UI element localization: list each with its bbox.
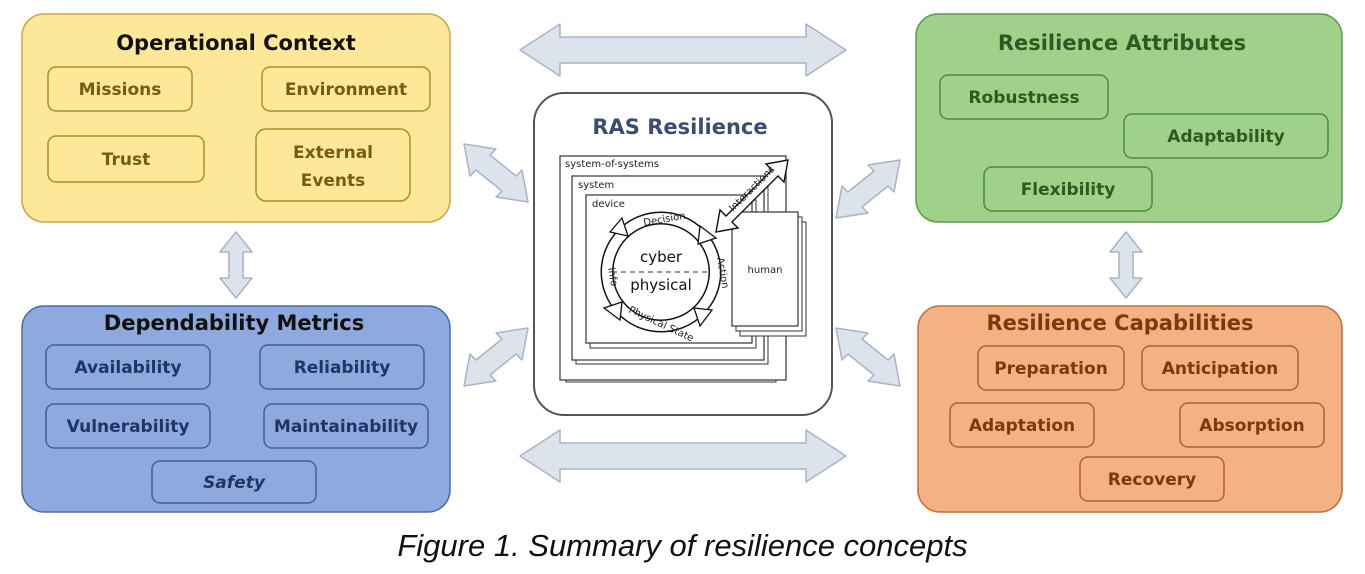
item-absorption: Absorption [1199, 416, 1304, 436]
human-label: human [748, 265, 783, 276]
arrow-bottom [519, 429, 847, 483]
resilience-capabilities-panel: Resilience Capabilities Preparation Anti… [917, 305, 1343, 513]
item-flexibility: Flexibility [1021, 180, 1116, 200]
item-missions: Missions [79, 80, 162, 100]
item-robustness: Robustness [968, 88, 1079, 108]
item-availability: Availability [74, 358, 181, 378]
item-anticipation: Anticipation [1162, 359, 1279, 379]
item-events: Events [301, 171, 366, 191]
item-environment: Environment [285, 80, 407, 100]
physical-label: physical [630, 276, 692, 294]
item-maintainability: Maintainability [274, 417, 418, 437]
item-reliability: Reliability [294, 358, 391, 378]
arrow-right-vertical [1109, 231, 1143, 299]
ras-resilience-title: RAS Resilience [592, 115, 767, 139]
dependability-metrics-title: Dependability Metrics [104, 311, 364, 335]
resilience-attributes-title: Resilience Attributes [998, 31, 1246, 55]
arrow-diag-bottom-right [835, 327, 901, 387]
arrow-diag-top-left [463, 143, 529, 203]
arrow-top [519, 23, 847, 77]
arrow-diag-top-right [835, 159, 901, 219]
cycle-action: Action [714, 257, 730, 290]
item-vulnerability: Vulnerability [67, 417, 190, 437]
cyber-label: cyber [640, 248, 683, 266]
item-external: External [293, 143, 373, 163]
item-adaptability: Adaptability [1167, 127, 1284, 147]
arrow-diag-bottom-left [463, 327, 529, 387]
layer-device: device [592, 199, 625, 210]
ras-resilience-panel: RAS Resilience system-of-systems system … [533, 92, 833, 416]
resilience-diagram: Operational Context Missions Environment… [21, 13, 1343, 513]
item-adaptation: Adaptation [969, 416, 1075, 436]
resilience-capabilities-title: Resilience Capabilities [986, 311, 1253, 335]
dependability-metrics-panel: Dependability Metrics Availability Relia… [21, 305, 451, 513]
arrow-left-vertical [219, 231, 253, 299]
item-trust: Trust [102, 150, 150, 170]
layer-system-of-systems: system-of-systems [565, 159, 659, 170]
operational-context-panel: Operational Context Missions Environment… [21, 13, 451, 223]
item-preparation: Preparation [994, 359, 1108, 379]
operational-context-title: Operational Context [116, 31, 356, 55]
item-recovery: Recovery [1108, 470, 1196, 490]
item-safety: Safety [203, 473, 266, 493]
connector-arrows [219, 23, 1143, 483]
layer-system: system [578, 180, 614, 191]
resilience-attributes-panel: Resilience Attributes Robustness Adaptab… [915, 13, 1343, 223]
figure-caption: Figure 1. Summary of resilience concepts [397, 528, 968, 563]
